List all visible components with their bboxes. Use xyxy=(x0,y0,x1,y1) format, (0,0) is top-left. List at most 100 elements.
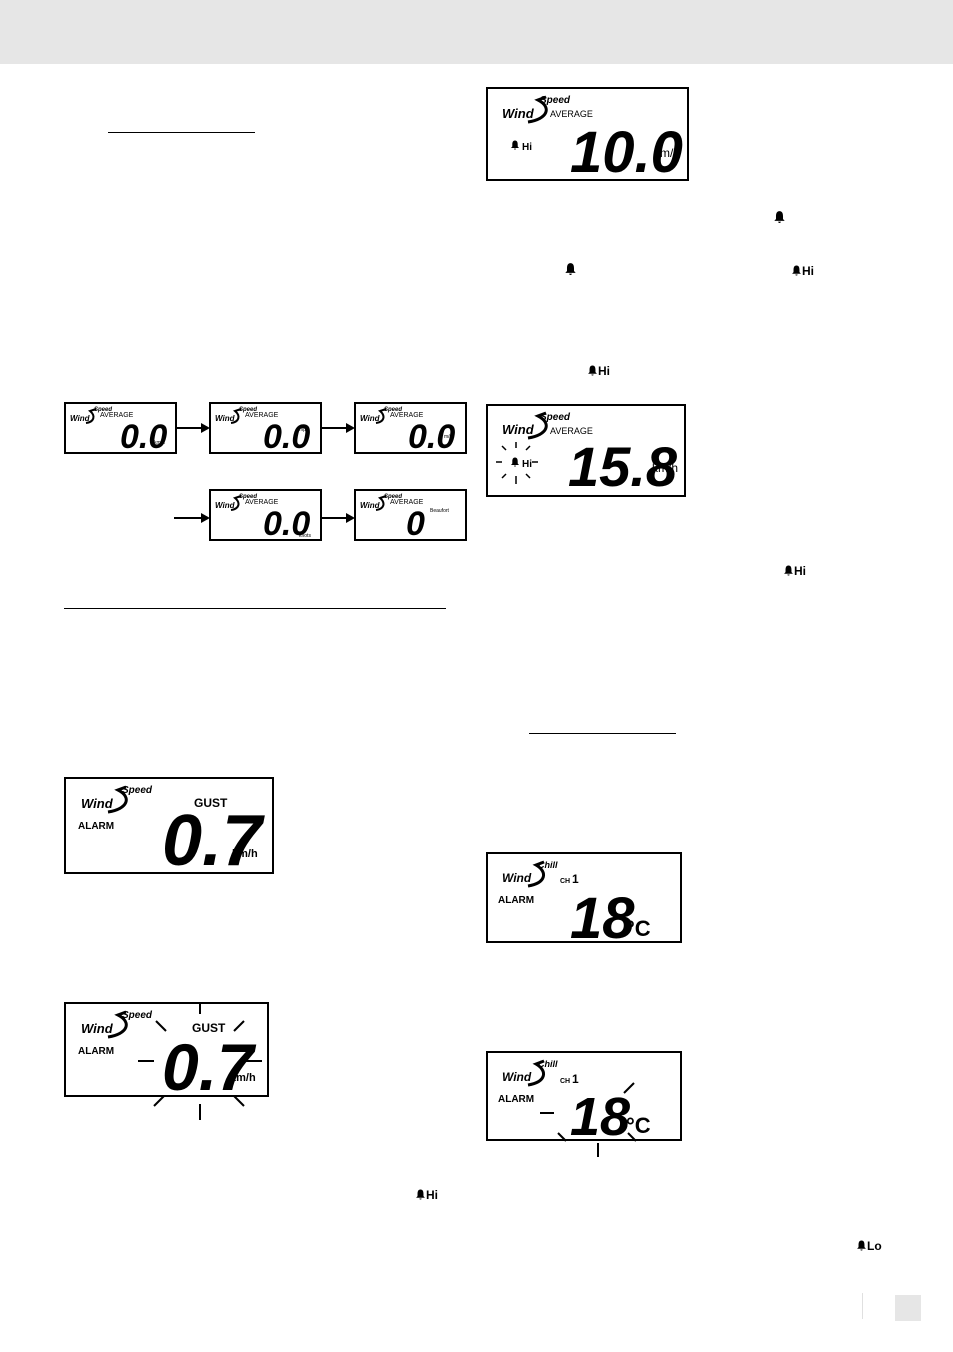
page-number-box xyxy=(895,1295,921,1321)
bell-icon xyxy=(511,140,519,150)
wind-swoosh-icon xyxy=(107,1010,128,1039)
bell-hi-inline: Hi xyxy=(791,264,814,278)
unit-label: knots xyxy=(299,533,311,539)
arrow-right-icon xyxy=(322,513,355,523)
wind-swoosh-icon xyxy=(375,495,387,511)
digit-value: 18 xyxy=(570,886,635,951)
unit-label: m/s xyxy=(444,434,453,440)
svg-text:Wind: Wind xyxy=(502,422,535,437)
average-label: AVERAGE xyxy=(550,109,593,119)
flash-rays-icon xyxy=(540,1082,637,1157)
chill-label: Chill xyxy=(538,860,558,870)
lcd-unit-mph: Wind Speed AVERAGE 0.0 mph xyxy=(209,402,322,456)
unit-label: °C xyxy=(626,916,651,941)
digit-value: 0.0 xyxy=(120,418,167,456)
svg-text:Hi: Hi xyxy=(522,459,532,470)
wind-swoosh-icon xyxy=(375,408,387,424)
average-label: AVERAGE xyxy=(100,412,134,419)
channel-number: 1 xyxy=(572,872,579,886)
unit-label: km/h xyxy=(652,461,678,475)
bell-hi-inline: Hi xyxy=(783,564,806,578)
svg-text:Wind: Wind xyxy=(360,501,381,510)
wind-label: Wind xyxy=(81,796,114,811)
bell-hi-inline: Hi xyxy=(415,1188,438,1202)
wind-swoosh-icon xyxy=(230,408,242,424)
heading-underline xyxy=(108,132,255,133)
svg-text:Speed: Speed xyxy=(384,407,402,413)
svg-text:Wind: Wind xyxy=(502,871,532,885)
digit-value: 0.0 xyxy=(263,505,310,543)
lcd-average-hi: Wind Speed AVERAGE Hi 10.0 km/h xyxy=(486,87,689,185)
bell-icon xyxy=(774,211,785,223)
channel-label: CH xyxy=(560,878,570,885)
digit-value: 18 xyxy=(570,1087,630,1147)
svg-text:Wind: Wind xyxy=(81,1021,114,1036)
wind-swoosh-icon xyxy=(527,95,548,124)
unit-label: km/h xyxy=(232,848,258,860)
flash-rays-icon xyxy=(496,442,538,484)
bell-icon xyxy=(511,457,519,467)
page-header-band xyxy=(0,0,953,64)
svg-text:1: 1 xyxy=(572,1072,579,1086)
digit-value: 0.7 xyxy=(162,1030,257,1104)
bell-icon xyxy=(588,365,597,376)
svg-text:AVERAGE: AVERAGE xyxy=(390,412,424,419)
unit-label: mph xyxy=(299,427,309,433)
svg-text:Chill: Chill xyxy=(538,1059,558,1069)
lcd-gust-alarm-flashing: Wind Speed GUST ALARM 0.7 km/h xyxy=(64,1002,269,1120)
svg-text:Speed: Speed xyxy=(122,1010,153,1021)
svg-text:Wind: Wind xyxy=(502,106,535,121)
svg-text:Wind: Wind xyxy=(215,414,236,423)
lcd-chill-alarm-flashing: Wind Chill CH 1 ALARM 18 °C xyxy=(486,1051,682,1157)
unit-label: km/h xyxy=(654,146,680,160)
svg-text:ALARM: ALARM xyxy=(498,895,534,906)
hi-label: Hi xyxy=(522,142,532,153)
alarm-label: ALARM xyxy=(78,821,114,832)
speed-label: Speed xyxy=(94,407,112,413)
svg-text:Speed: Speed xyxy=(540,412,571,423)
wind-label: Wind xyxy=(70,414,91,423)
svg-text:Speed: Speed xyxy=(239,407,257,413)
wind-swoosh-icon xyxy=(230,495,242,511)
wind-swoosh-icon xyxy=(527,411,548,440)
svg-text:GUST: GUST xyxy=(192,1021,226,1035)
unit-label: Beaufort xyxy=(430,508,450,514)
svg-text:Wind: Wind xyxy=(215,501,236,510)
digit-value: 15.8 xyxy=(568,435,678,498)
svg-text:CH: CH xyxy=(560,1078,570,1085)
svg-text:AVERAGE: AVERAGE xyxy=(550,426,593,436)
digit-value: 0.0 xyxy=(408,418,455,456)
flash-rays-icon xyxy=(138,1004,262,1120)
speed-label: Speed xyxy=(122,785,153,796)
wind-swoosh-icon xyxy=(107,785,128,814)
bell-lo-inline: Lo xyxy=(856,1239,882,1253)
bell-icon xyxy=(792,265,801,276)
digit-value: 0.7 xyxy=(162,801,265,881)
digit-value: 10.0 xyxy=(570,120,683,185)
svg-text:AVERAGE: AVERAGE xyxy=(390,499,424,506)
lcd-unit-ms: Wind Speed AVERAGE 0.0 m/s xyxy=(354,402,467,456)
svg-text:ALARM: ALARM xyxy=(78,1046,114,1057)
bell-icon xyxy=(565,263,576,275)
lcd-unit-kmh: Wind Speed AVERAGE 0.0 km/h xyxy=(64,402,177,456)
svg-text:Speed: Speed xyxy=(384,494,402,500)
svg-text:ALARM: ALARM xyxy=(498,1094,534,1105)
unit-label: km/h xyxy=(154,440,165,446)
svg-text:AVERAGE: AVERAGE xyxy=(245,499,279,506)
bell-icon xyxy=(416,1189,425,1200)
lcd-gust-alarm: Wind Speed GUST ALARM 0.7 km/h xyxy=(64,777,274,881)
bell-icon xyxy=(784,565,793,576)
wind-swoosh-icon xyxy=(527,860,545,888)
heading-underline xyxy=(64,608,446,609)
bell-icon xyxy=(857,1240,866,1251)
bell-inline xyxy=(564,262,577,278)
lcd-average-hi-flashing: Wind Speed AVERAGE Hi 15.8 km/h xyxy=(486,404,686,498)
wind-swoosh-icon xyxy=(527,1059,545,1087)
arrow-right-icon xyxy=(174,513,210,523)
arrow-right-icon xyxy=(177,423,210,433)
svg-text:AVERAGE: AVERAGE xyxy=(245,412,279,419)
arrow-right-icon xyxy=(322,423,355,433)
svg-text:Speed: Speed xyxy=(540,95,571,106)
bell-hi-inline: Hi xyxy=(587,364,610,378)
lcd-unit-knots: Wind Speed AVERAGE 0.0 knots xyxy=(209,489,322,543)
